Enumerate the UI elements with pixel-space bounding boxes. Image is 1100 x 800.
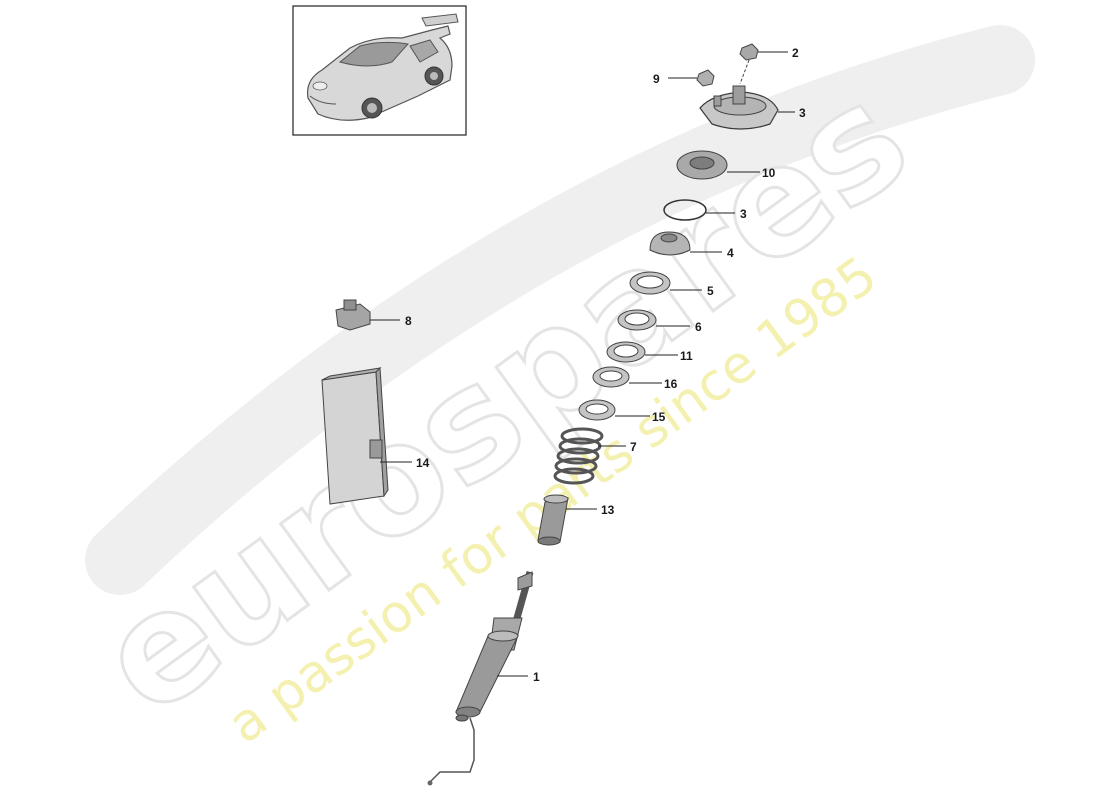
nut (739, 43, 759, 85)
sensor (335, 299, 371, 331)
watermark: eurospares a passion for parts since 198… (67, 25, 1035, 756)
top-mount (699, 85, 779, 130)
leader-lines (370, 51, 795, 677)
callout-15: 15 (652, 410, 666, 424)
watermark-swoosh (85, 25, 1035, 595)
spring-seat (617, 309, 657, 331)
bump-stop (537, 494, 569, 546)
callout-7: 7 (630, 440, 637, 454)
callout-4: 4 (727, 246, 734, 260)
vehicle-thumbnail (292, 5, 467, 136)
spring-seat (606, 341, 646, 363)
callout-3: 3 (799, 106, 806, 120)
coil-spring (553, 427, 604, 485)
callout-8: 8 (405, 314, 412, 328)
callout-2: 2 (792, 46, 799, 60)
callout-14: 11 (680, 349, 693, 363)
callout-10: 14 (416, 456, 430, 470)
callout-9: 9 (653, 72, 660, 86)
callout-16: 16 (664, 377, 678, 391)
callout-3: 3 (740, 207, 747, 221)
shock-absorber (427, 571, 534, 786)
callout-11: 13 (601, 503, 615, 517)
dust-cap (649, 231, 691, 256)
support-washer (676, 150, 728, 180)
o-ring (663, 199, 707, 221)
callout-1: 1 (533, 670, 540, 684)
spring-seat (592, 366, 630, 388)
spring-seat (629, 271, 671, 295)
control-unit (321, 366, 389, 505)
callout-6: 6 (695, 320, 702, 334)
car-icon (306, 13, 459, 121)
callout-13: 10 (762, 166, 776, 180)
nut (696, 69, 715, 87)
callout-5: 5 (707, 284, 714, 298)
callouts: 2 9 3 10 3 4 5 6 11 16 15 7 13 1 8 14 (405, 46, 806, 684)
spring-seat (578, 399, 616, 421)
